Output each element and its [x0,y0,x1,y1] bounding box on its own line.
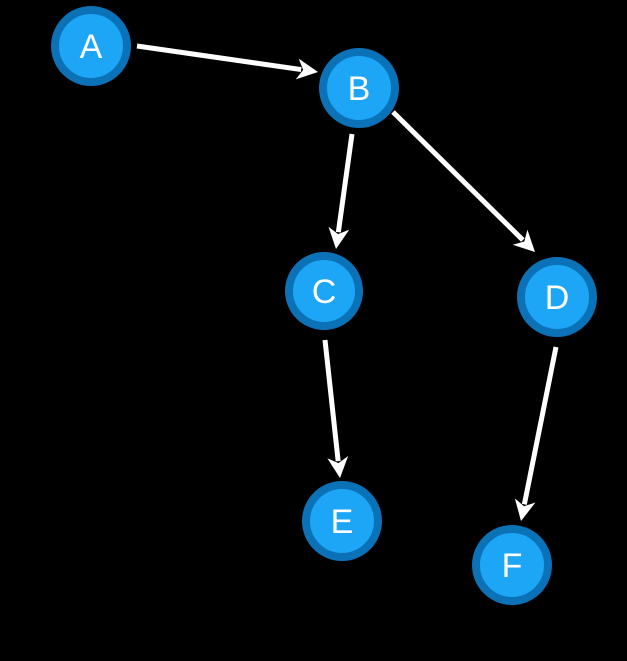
graph-node-f[interactable]: F [472,525,552,605]
graph-node-e[interactable]: E [302,481,382,561]
node-circle-a[interactable] [51,6,131,86]
graph-node-b[interactable]: B [319,48,399,128]
node-circle-e[interactable] [302,481,382,561]
arrowhead-icon-a-b [295,58,318,80]
node-circle-f[interactable] [472,525,552,605]
graph-edge-a-b [136,43,302,73]
graph-edge-b-c [335,133,355,233]
edges-layer [136,43,559,521]
node-circle-d[interactable] [517,257,597,337]
arrowhead-icon-b-c [328,226,350,249]
graph-edge-d-f [521,346,559,505]
arrowhead-icon-c-e [327,455,349,478]
graph-node-d[interactable]: D [517,257,597,337]
graph-edge-c-e [322,339,341,462]
graph-node-c[interactable]: C [285,252,363,330]
arrowhead-icon-b-d [512,229,535,252]
node-circle-c[interactable] [285,252,363,330]
graph-node-a[interactable]: A [51,6,131,86]
graph-edge-b-d [391,110,525,242]
nodes-layer: A B C D E F [51,6,597,605]
arrowhead-icon-d-f [514,498,536,521]
node-circle-b[interactable] [319,48,399,128]
